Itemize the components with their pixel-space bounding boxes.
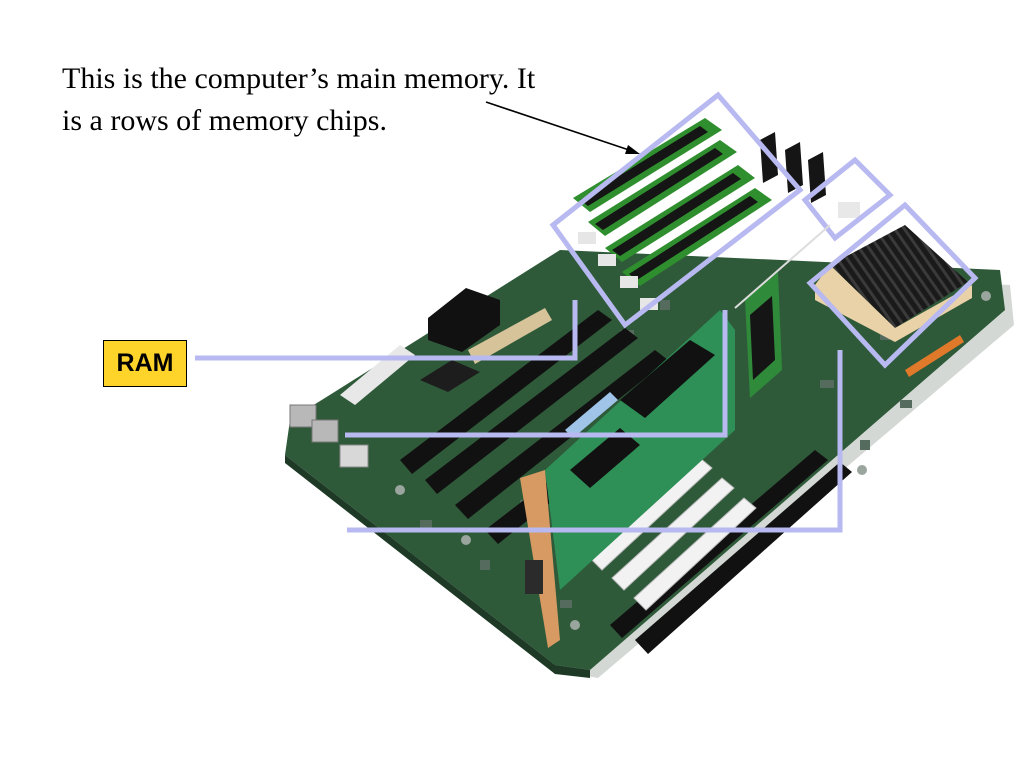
card-connector xyxy=(525,560,543,594)
ram-highlight xyxy=(549,91,804,329)
port-left-2 xyxy=(311,419,339,443)
card-chip-1 xyxy=(620,340,715,418)
ram-callout-label: RAM xyxy=(103,340,187,387)
cpu-highlight xyxy=(806,201,979,369)
small-white-chip xyxy=(838,202,860,218)
caption-text: This is the computer’s main memory. It i… xyxy=(62,62,536,137)
orange-connector xyxy=(905,335,964,377)
chip-small xyxy=(420,360,480,392)
cpu-heatsink xyxy=(830,225,968,328)
pci-slots xyxy=(589,457,757,611)
expansion-card xyxy=(545,310,735,590)
thin-guide-line xyxy=(734,224,831,309)
ram-leader-line xyxy=(195,300,578,361)
arrow-icon xyxy=(485,101,640,154)
card-bracket xyxy=(520,470,560,648)
port-left-1 xyxy=(289,404,317,428)
connector-beige xyxy=(468,308,552,364)
pin-header xyxy=(339,444,369,468)
slot-leader-line xyxy=(345,310,728,438)
vertical-module-chips xyxy=(750,296,775,380)
highlight-outlines xyxy=(195,91,979,533)
card-heatsink-blue xyxy=(565,392,618,438)
ram-modules xyxy=(573,118,772,310)
card-chip-2 xyxy=(570,428,640,488)
small-highlight xyxy=(801,156,894,242)
cpu-leader-line xyxy=(347,350,843,533)
chip-block xyxy=(428,288,500,352)
cpu-heatsink-base xyxy=(815,265,972,342)
